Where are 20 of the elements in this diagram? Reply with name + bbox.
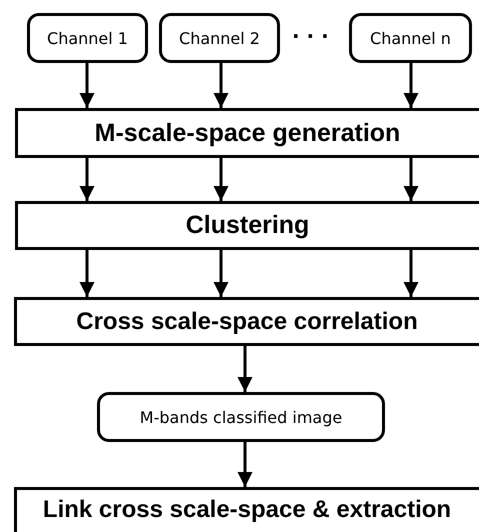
arrow — [404, 250, 418, 297]
process-box: Cross scale-space correlation — [14, 297, 479, 346]
rounded-box: Channel 2 — [159, 13, 280, 63]
arrow — [404, 63, 418, 108]
arrow — [214, 158, 228, 201]
arrow — [404, 158, 418, 201]
arrow — [80, 63, 94, 108]
arrow — [80, 158, 94, 201]
arrow — [238, 442, 252, 487]
rounded-box: Channel n — [349, 13, 472, 63]
ellipsis: · · · — [292, 24, 329, 48]
rounded-box: M-bands classified image — [97, 392, 385, 442]
arrow — [214, 250, 228, 297]
process-box: Link cross scale-space & extraction — [14, 487, 479, 532]
process-box: M-scale-space generation — [15, 108, 479, 158]
arrow — [238, 346, 252, 392]
arrow — [80, 250, 94, 297]
rounded-box: Channel 1 — [27, 13, 148, 63]
arrow — [214, 63, 228, 108]
process-box: Clustering — [15, 201, 479, 250]
